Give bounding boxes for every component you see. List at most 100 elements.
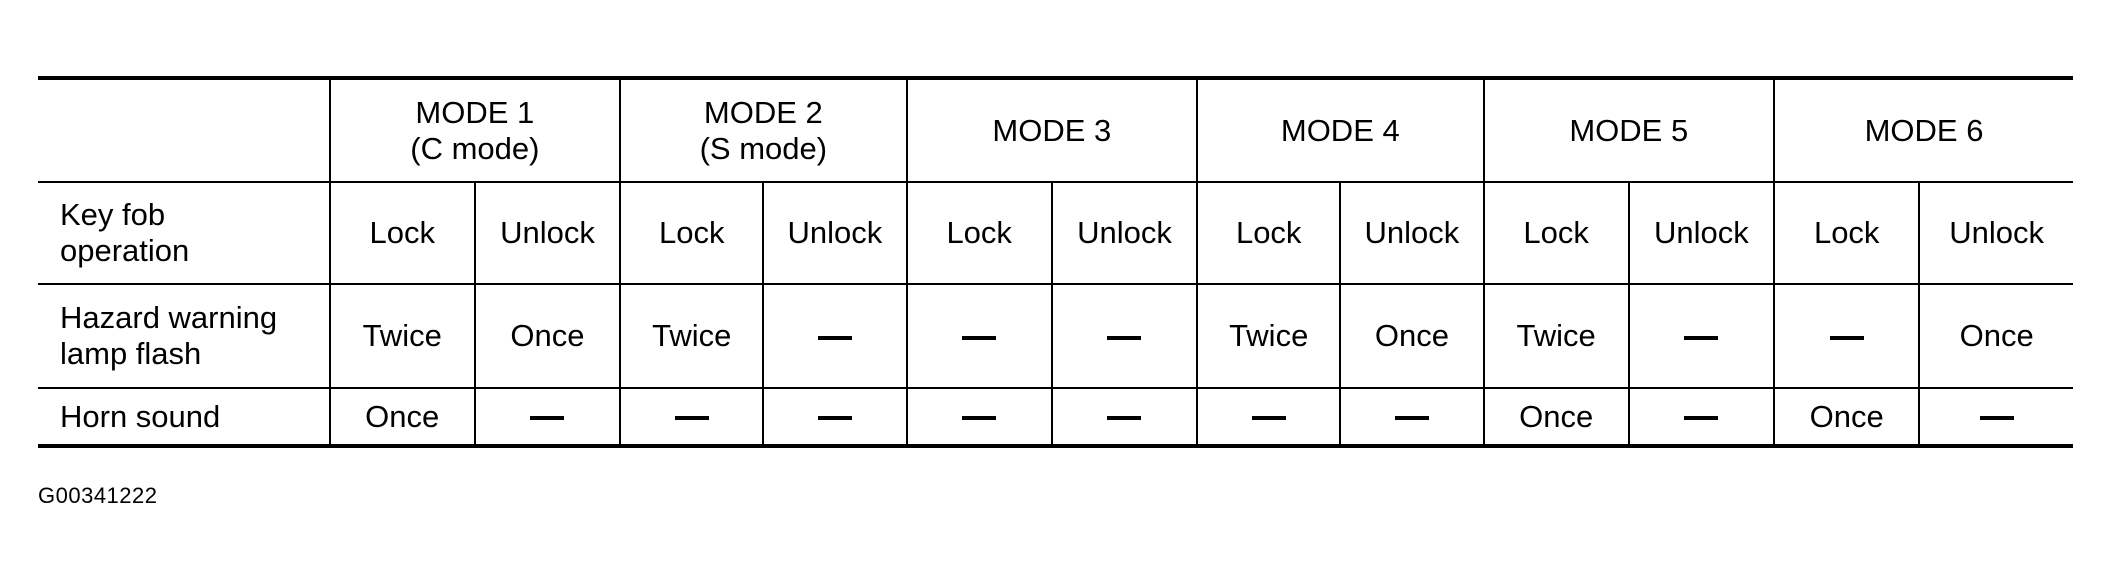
table-row-horn-sound: Horn sound Once Once Once	[38, 387, 2073, 446]
dash-value	[962, 335, 997, 340]
row-label-horn-sound: Horn sound	[38, 387, 330, 446]
table-cell: Unlock	[473, 181, 621, 284]
table-cell	[1918, 387, 2073, 446]
table-cell: Lock	[619, 181, 764, 284]
table-cell: Unlock	[1339, 181, 1484, 284]
table-cell: Lock	[905, 181, 1052, 284]
dash-value	[530, 416, 565, 421]
table-cell	[1050, 387, 1198, 446]
cell-value: Twice	[362, 318, 442, 353]
mode-label: MODE 3	[992, 112, 1112, 148]
dash-value	[1684, 335, 1719, 340]
dash-value	[1829, 335, 1864, 340]
cell-value: Lock	[1523, 215, 1589, 250]
cell-value: Twice	[652, 318, 732, 353]
table-cell: Twice	[328, 283, 475, 388]
table-cell	[1627, 283, 1775, 388]
mode-header-2: MODE 2 (S mode)	[619, 78, 907, 182]
row-label-line: lamp flash	[60, 336, 202, 371]
mode-header-5: MODE 5	[1482, 78, 1775, 182]
table-cell: Twice	[619, 283, 764, 388]
dash-value	[1979, 416, 2014, 421]
cell-value: Twice	[1516, 318, 1596, 353]
cell-value: Once	[1374, 318, 1449, 353]
table-cell	[1627, 387, 1775, 446]
dash-value	[962, 416, 997, 421]
row-label-line: operation	[60, 233, 190, 268]
mode-label: MODE 5	[1569, 112, 1689, 148]
dash-value	[817, 416, 852, 421]
table-cell: Lock	[328, 181, 475, 284]
row-label-line: Key fob	[60, 197, 166, 232]
mode-table-container: MODE 1 (C mode) MODE 2 (S mode) MODE 3 M…	[38, 76, 2073, 448]
dash-value	[1251, 416, 1286, 421]
cell-value: Once	[365, 398, 440, 434]
table-row-hazard-warning-lamp-flash: Hazard warning lamp flash Twice Once Twice…	[38, 283, 2073, 388]
table-cell: Twice	[1196, 283, 1341, 388]
table-cell: Lock	[1482, 181, 1629, 284]
table-cell: Lock	[1196, 181, 1341, 284]
corner-cell	[38, 78, 330, 182]
cell-value: Lock	[658, 215, 725, 250]
cell-value: Once	[1959, 318, 2034, 353]
table-cell	[1050, 283, 1198, 388]
dash-value	[1107, 416, 1142, 421]
cell-value: Lock	[369, 215, 435, 250]
mode-header-4: MODE 4	[1196, 78, 1484, 182]
dash-value	[1107, 335, 1142, 340]
table-cell	[619, 387, 764, 446]
row-label-line: Hazard warning	[60, 300, 278, 335]
cell-value: Once	[1809, 398, 1884, 434]
table-cell	[473, 387, 621, 446]
table-cell: Twice	[1482, 283, 1629, 388]
cell-value: Unlock	[500, 215, 595, 250]
table-cell	[905, 283, 1052, 388]
row-label-hazard-warning-lamp-flash: Hazard warning lamp flash	[38, 283, 330, 388]
hazard-horn-mode-table: MODE 1 (C mode) MODE 2 (S mode) MODE 3 M…	[38, 76, 2073, 448]
cell-value: Once	[510, 318, 585, 353]
table-cell	[1196, 387, 1341, 446]
cell-value: Unlock	[1364, 215, 1460, 250]
table-cell	[1773, 283, 1920, 388]
mode-label: MODE 2	[703, 94, 823, 130]
table-cell	[1339, 387, 1484, 446]
dash-value	[1394, 416, 1429, 421]
cell-value: Lock	[1813, 215, 1880, 250]
table-cell: Unlock	[1627, 181, 1775, 284]
table-cell: Once	[328, 387, 475, 446]
table-cell: Once	[1339, 283, 1484, 388]
cell-value: Lock	[946, 215, 1012, 250]
table-cell	[762, 283, 907, 388]
mode-label: MODE 6	[1864, 112, 1984, 148]
mode-sublabel: (S mode)	[699, 130, 828, 166]
table-cell	[762, 387, 907, 446]
mode-sublabel: (C mode)	[410, 130, 540, 166]
cell-value: Unlock	[1077, 215, 1172, 250]
dash-value	[1684, 416, 1719, 421]
table-cell: Once	[1918, 283, 2073, 388]
mode-header-1: MODE 1 (C mode)	[328, 78, 621, 182]
cell-value: Once	[1519, 398, 1594, 434]
cell-value: Lock	[1235, 215, 1302, 250]
mode-header-3: MODE 3	[905, 78, 1198, 182]
figure-id: G00341222	[38, 483, 158, 508]
table-cell: Unlock	[762, 181, 907, 284]
cell-value: Unlock	[787, 215, 883, 250]
dash-value	[674, 416, 709, 421]
row-label-key-fob-operation: Key fob operation	[38, 181, 330, 284]
table-cell: Unlock	[1918, 181, 2073, 284]
cell-value: Twice	[1229, 318, 1309, 353]
row-label-line: Horn sound	[60, 398, 221, 434]
cell-value: Unlock	[1949, 215, 2045, 250]
table-cell: Unlock	[1050, 181, 1198, 284]
table-cell: Lock	[1773, 181, 1920, 284]
table-cell: Once	[1482, 387, 1629, 446]
table-cell: Once	[473, 283, 621, 388]
cell-value: Unlock	[1654, 215, 1749, 250]
table-header-row: MODE 1 (C mode) MODE 2 (S mode) MODE 3 M…	[38, 78, 2073, 182]
table-row-key-fob-operation: Key fob operation Lock Unlock Lock Unlock Lo…	[38, 181, 2073, 284]
table-cell: Once	[1773, 387, 1920, 446]
dash-value	[817, 335, 852, 340]
mode-label: MODE 4	[1280, 112, 1400, 148]
mode-header-6: MODE 6	[1773, 78, 2073, 182]
